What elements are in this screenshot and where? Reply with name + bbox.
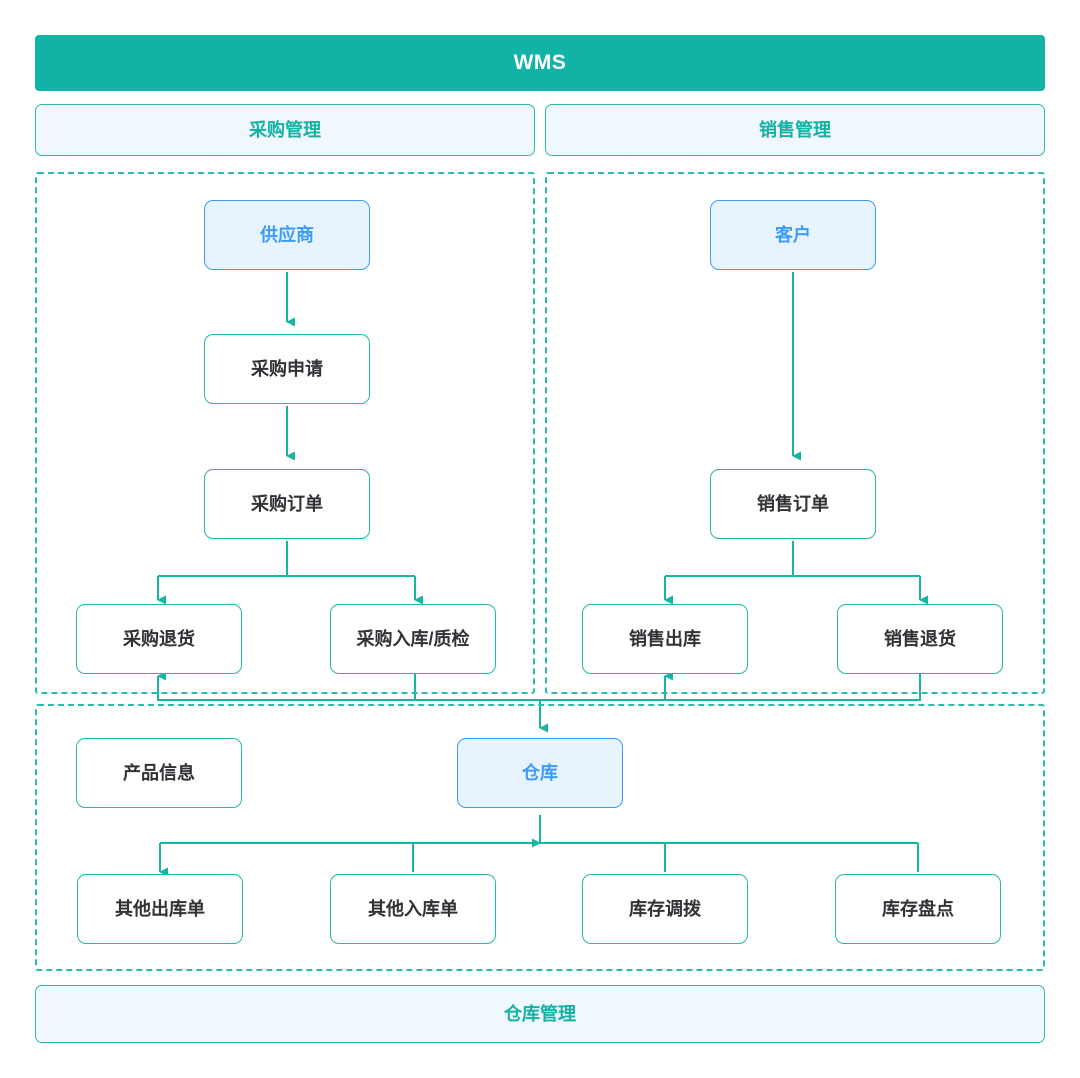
node-purchase-inbound-qc[interactable]: 采购入库/质检 xyxy=(330,604,496,674)
section-footer-warehouse[interactable]: 仓库管理 xyxy=(35,985,1045,1043)
node-other-inbound[interactable]: 其他入库单 xyxy=(330,874,496,944)
node-purchase-request[interactable]: 采购申请 xyxy=(204,334,370,404)
node-sales-return[interactable]: 销售退货 xyxy=(837,604,1003,674)
node-customer[interactable]: 客户 xyxy=(710,200,876,270)
banner-wms: WMS xyxy=(35,35,1045,91)
section-header-purchase[interactable]: 采购管理 xyxy=(35,104,535,156)
group-purchase xyxy=(35,172,535,694)
node-purchase-return[interactable]: 采购退货 xyxy=(76,604,242,674)
node-purchase-order[interactable]: 采购订单 xyxy=(204,469,370,539)
node-sales-outbound[interactable]: 销售出库 xyxy=(582,604,748,674)
group-sales xyxy=(545,172,1045,694)
node-stock-transfer[interactable]: 库存调拨 xyxy=(582,874,748,944)
section-header-sales[interactable]: 销售管理 xyxy=(545,104,1045,156)
group-warehouse xyxy=(35,704,1045,971)
node-warehouse[interactable]: 仓库 xyxy=(457,738,623,808)
node-stock-count[interactable]: 库存盘点 xyxy=(835,874,1001,944)
node-product-info[interactable]: 产品信息 xyxy=(76,738,242,808)
node-sales-order[interactable]: 销售订单 xyxy=(710,469,876,539)
node-supplier[interactable]: 供应商 xyxy=(204,200,370,270)
node-other-outbound[interactable]: 其他出库单 xyxy=(77,874,243,944)
